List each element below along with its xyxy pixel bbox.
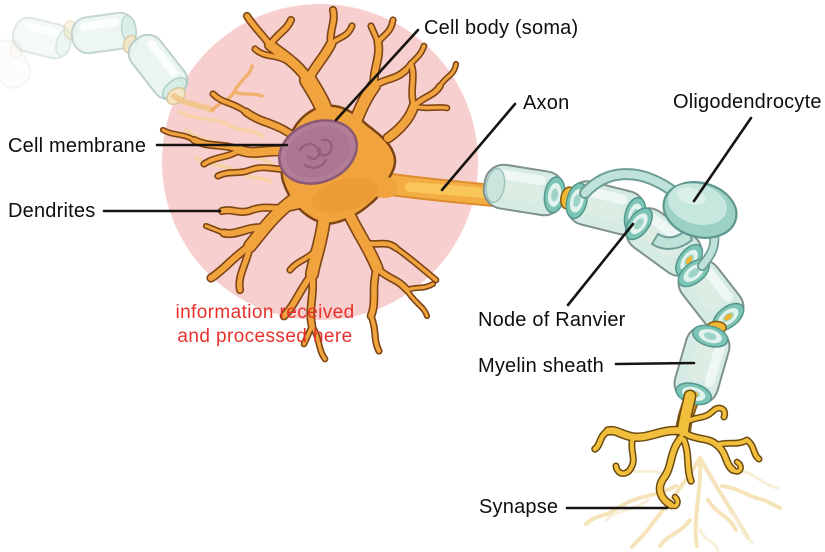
- info-annotation-line2: and processed here: [177, 326, 353, 347]
- soma-shading: [311, 177, 379, 213]
- myelin-segment-1: [482, 163, 566, 217]
- oligodendrocyte-label: Oligodendrocyte: [673, 91, 822, 113]
- cell-membrane-label: Cell membrane: [8, 135, 147, 157]
- oligodendrocyte: [579, 168, 738, 271]
- dendrites-fill-layer: [161, 7, 458, 361]
- myelin-sheath-label: Myelin sheath: [478, 355, 604, 377]
- info-annotation-line1: information received: [175, 302, 355, 323]
- axon-leader-line: [440, 102, 517, 192]
- leader-lines: [102, 28, 753, 510]
- dendrites-label: Dendrites: [8, 200, 96, 222]
- synapse-label: Synapse: [479, 496, 559, 518]
- ghost-myelin-chain: [0, 11, 189, 106]
- nucleus-texture: [298, 138, 333, 169]
- cell-body-leader-line: [334, 28, 420, 122]
- cell-body-label: Cell body (soma): [424, 17, 579, 39]
- node-of-ranvier-label: Node of Ranvier: [478, 309, 626, 331]
- oligodendrocyte-leader-line: [692, 116, 753, 203]
- myelin-segment-5: [673, 324, 731, 406]
- synapse-terminals: [592, 391, 761, 508]
- myelin-sheath-leader-line: [614, 361, 696, 366]
- axon-label: Axon: [523, 92, 570, 114]
- faded-synapse-branches: [584, 456, 782, 552]
- node-of-ranvier-leader-line: [566, 222, 635, 307]
- info-annotation: information received and processed here: [148, 301, 382, 349]
